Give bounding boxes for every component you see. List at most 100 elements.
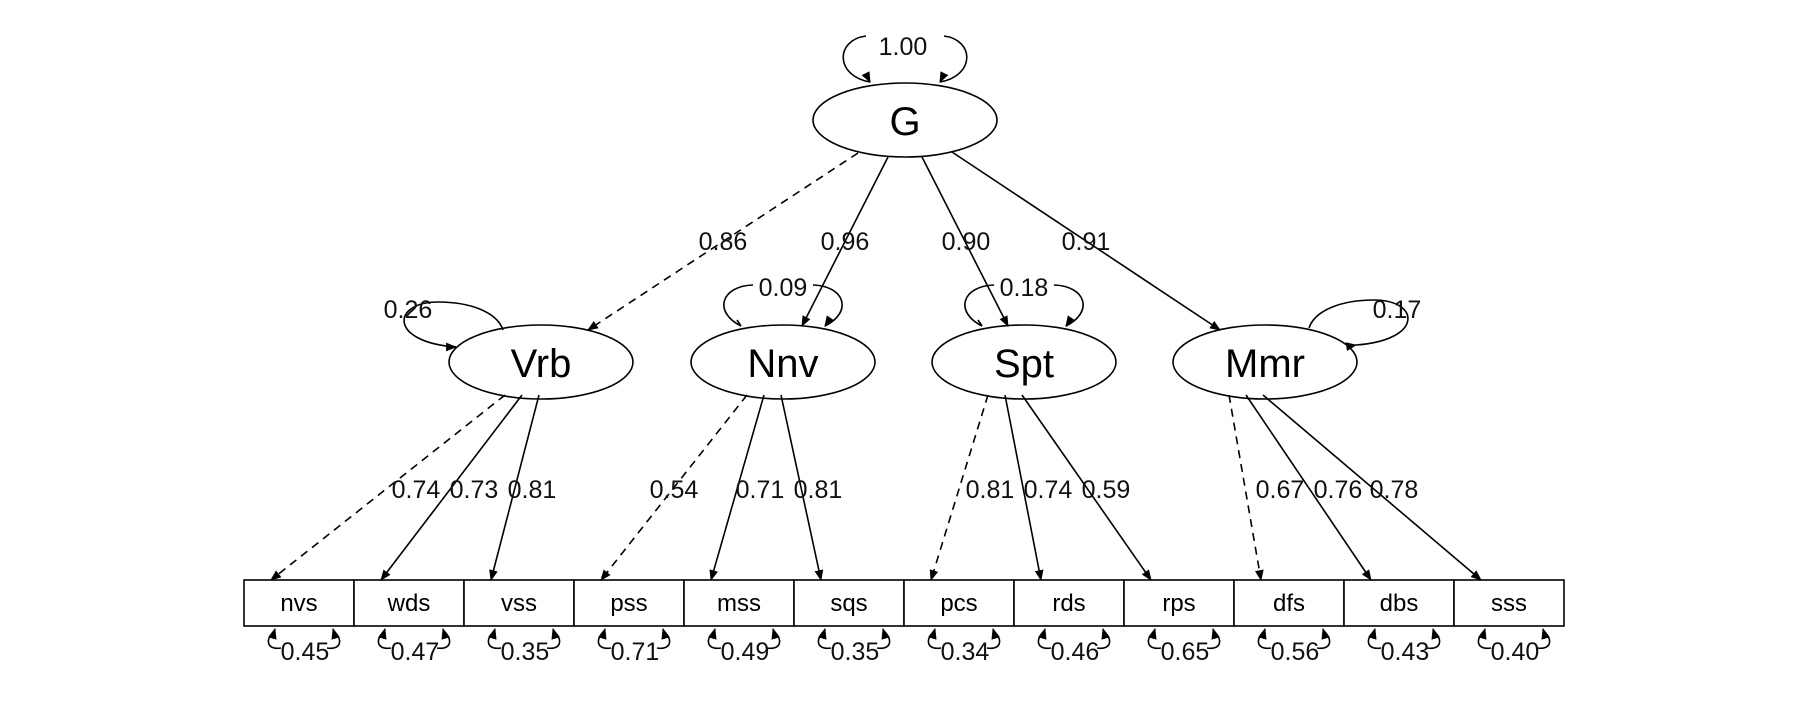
indicator-nvs-label: nvs: [280, 590, 317, 617]
path-g-to-nnv: [801, 156, 889, 327]
indicator-pss-box: [573, 579, 685, 627]
path-mmr-to-dfs: [1228, 394, 1264, 582]
error-pss-arrow-right: [661, 627, 670, 640]
error-sss-label: 0.40: [1491, 638, 1540, 666]
error-vss-arrow-right: [551, 627, 560, 640]
error-rds-arrow-left: [1038, 627, 1047, 640]
error-wds-label: 0.47: [391, 638, 440, 666]
indicator-dbs-box: [1343, 579, 1455, 627]
error-pss-label: 0.71: [611, 638, 660, 666]
indicator-rps-box: [1123, 579, 1235, 627]
error-dfs-arrow-right: [1321, 627, 1330, 640]
loading-sss-label: 0.78: [1370, 476, 1419, 504]
indicator-wds-box: [353, 579, 465, 627]
loading-pss-label: 0.54: [650, 476, 699, 504]
error-wds-arrow-left: [378, 627, 387, 640]
latent-g-variance-arc: [842, 35, 968, 83]
indicator-vss: vss 0.81 0.35: [463, 394, 575, 666]
path-g-to-spt: [921, 156, 1009, 327]
error-sqs-arrow-right: [881, 627, 890, 640]
error-pcs-label: 0.34: [941, 638, 990, 666]
error-dfs-arrow-left: [1258, 627, 1267, 640]
error-mss-label: 0.49: [721, 638, 770, 666]
residual-spt-arrow: [977, 320, 1070, 326]
residual-vrb-label: 0.26: [384, 296, 433, 324]
latent-g: G 1.00: [812, 33, 998, 158]
path-mmr-to-sss: [1262, 394, 1482, 581]
error-wds-arrow-right: [441, 627, 450, 640]
residual-spt-label: 0.18: [1000, 274, 1049, 302]
loading-rps-label: 0.59: [1082, 476, 1131, 504]
latent-g-variance-arrow-left: [861, 71, 871, 83]
residual-mmr-label: 0.17: [1373, 296, 1422, 324]
indicator-sqs-label: sqs: [830, 590, 867, 617]
indicator-sqs-box: [793, 579, 905, 627]
path-vrb-to-vss: [489, 394, 540, 582]
error-pcs-arrow-left: [928, 627, 937, 640]
latent-vrb: Vrb 0.86 0.26: [384, 152, 859, 400]
latent-g-variance-arrow-right: [939, 71, 949, 83]
residual-mmr-arrow: [1345, 342, 1358, 351]
error-dfs-label: 0.56: [1271, 638, 1320, 666]
residual-nnv-arrow: [736, 320, 829, 326]
latent-vrb-ellipse: [448, 324, 634, 400]
loading-g-vrb-label: 0.86: [699, 228, 748, 256]
loading-sqs-label: 0.81: [794, 476, 843, 504]
loading-dbs-label: 0.76: [1314, 476, 1363, 504]
error-rps-label: 0.65: [1161, 638, 1210, 666]
first-order-factors: Vrb0.860.26Nnv0.960.09Spt0.900.18Mmr0.91…: [384, 151, 1422, 400]
indicator-vss-label: vss: [501, 590, 537, 617]
latent-vrb-label: Vrb: [511, 342, 572, 386]
error-sss-arrow-right: [1541, 627, 1550, 640]
latent-mmr-ellipse: [1172, 324, 1358, 400]
latent-g-ellipse: [812, 82, 998, 158]
indicator-dfs-box: [1233, 579, 1345, 627]
indicator-pss: pss 0.54 0.71: [573, 394, 748, 666]
path-vrb-to-nvs: [270, 394, 506, 581]
indicator-wds-label: wds: [387, 590, 431, 617]
latent-spt-label: Spt: [994, 342, 1054, 386]
indicator-mss-label: mss: [717, 590, 761, 617]
latent-nnv-ellipse: [690, 324, 876, 400]
error-sqs-arrow-left: [818, 627, 827, 640]
indicator-rps-label: rps: [1162, 590, 1195, 617]
loading-vss-label: 0.81: [508, 476, 557, 504]
path-nnv-to-sqs: [780, 394, 824, 582]
error-vss-arrow-left: [488, 627, 497, 640]
error-sqs-label: 0.35: [831, 638, 880, 666]
loading-dfs-label: 0.67: [1256, 476, 1305, 504]
indicator-pcs-label: pcs: [940, 590, 977, 617]
error-nvs-label: 0.45: [281, 638, 330, 666]
error-rps-arrow-right: [1211, 627, 1220, 640]
indicator-pcs-box: [903, 579, 1015, 627]
indicator-dbs-label: dbs: [1380, 590, 1419, 617]
indicator-pcs: pcs 0.81 0.34: [903, 394, 1015, 666]
loading-rds-label: 0.74: [1024, 476, 1073, 504]
latent-mmr-label: Mmr: [1225, 342, 1305, 386]
path-spt-to-pcs: [929, 394, 989, 582]
error-nvs-arrow-right: [331, 627, 340, 640]
loading-g-spt-label: 0.90: [942, 228, 991, 256]
indicator-rds-box: [1013, 579, 1125, 627]
error-pss-arrow-left: [598, 627, 607, 640]
error-nvs-arrow-left: [268, 627, 277, 640]
indicator-pss-label: pss: [610, 590, 647, 617]
residual-nnv-label: 0.09: [759, 274, 808, 302]
path-spt-to-rps: [1021, 394, 1152, 581]
error-vss-label: 0.35: [501, 638, 550, 666]
path-vrb-to-wds: [380, 394, 523, 581]
loading-pcs-label: 0.81: [966, 476, 1015, 504]
error-mss-arrow-left: [708, 627, 717, 640]
loading-g-nnv-label: 0.96: [821, 228, 870, 256]
error-rds-arrow-right: [1101, 627, 1110, 640]
indicator-rds-label: rds: [1052, 590, 1085, 617]
path-nnv-to-mss: [709, 394, 765, 582]
